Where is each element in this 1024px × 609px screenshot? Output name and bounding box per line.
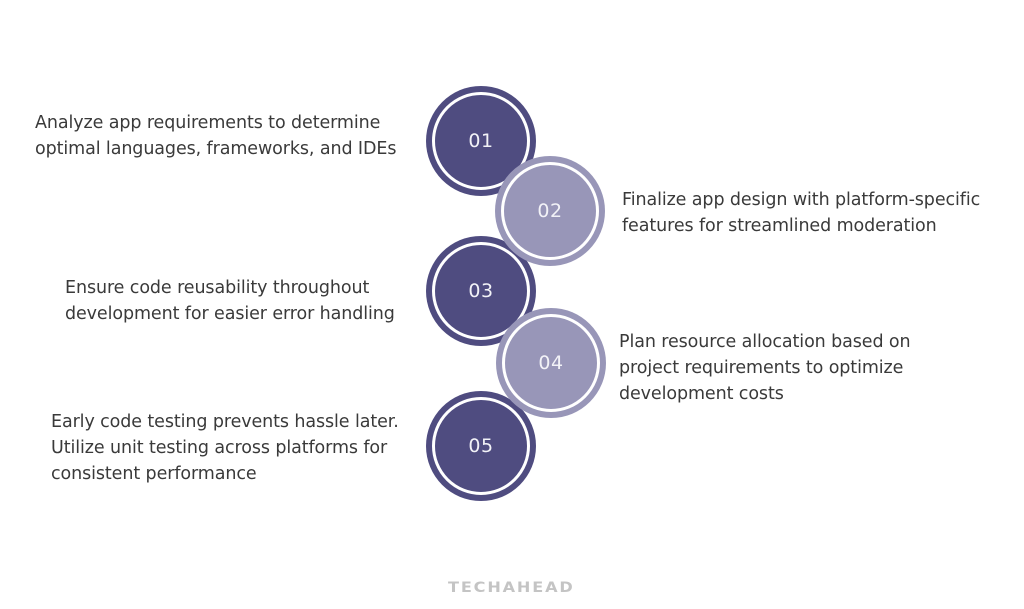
step-05-line-3: consistent performance — [51, 464, 257, 484]
step-04-description: Plan resource allocation based on projec… — [619, 329, 911, 407]
step-05-circle-inner: 05 — [432, 397, 530, 495]
step-03-number: 03 — [468, 280, 494, 302]
step-04-line-2: project requirements to optimize — [619, 358, 904, 378]
step-03-line-1: Ensure code reusability throughout — [65, 278, 370, 298]
step-05-line-2: Utilize unit testing across platforms fo… — [51, 438, 388, 458]
techahead-logo: TECHAHEAD — [448, 580, 575, 596]
step-02-line-2: features for streamlined moderation — [622, 216, 937, 236]
step-01-circle: 01 — [426, 86, 536, 196]
step-03-line-2: development for easier error handling — [65, 304, 395, 324]
step-04-number: 04 — [538, 352, 564, 374]
step-02-description: Finalize app design with platform-specif… — [622, 187, 980, 239]
step-05-number: 05 — [468, 435, 494, 457]
step-02-circle: 02 — [495, 156, 605, 266]
step-02-number: 02 — [537, 200, 563, 222]
step-04-circle: 04 — [496, 308, 606, 418]
step-01-description: Analyze app requirements to determine op… — [35, 110, 396, 162]
step-03-description: Ensure code reusability throughout devel… — [65, 275, 395, 327]
step-05-circle: 05 — [426, 391, 536, 501]
step-02-line-1: Finalize app design with platform-specif… — [622, 190, 981, 210]
step-01-line-2: optimal languages, frameworks, and IDEs — [35, 139, 397, 159]
step-01-number: 01 — [468, 130, 494, 152]
step-01-line-1: Analyze app requirements to determine — [35, 113, 381, 133]
step-04-line-1: Plan resource allocation based on — [619, 332, 911, 352]
step-04-circle-inner: 04 — [502, 314, 600, 412]
step-05-description: Early code testing prevents hassle later… — [51, 409, 399, 487]
step-02-circle-inner: 02 — [501, 162, 599, 260]
step-04-line-3: development costs — [619, 384, 784, 404]
step-05-line-1: Early code testing prevents hassle later… — [51, 412, 399, 432]
